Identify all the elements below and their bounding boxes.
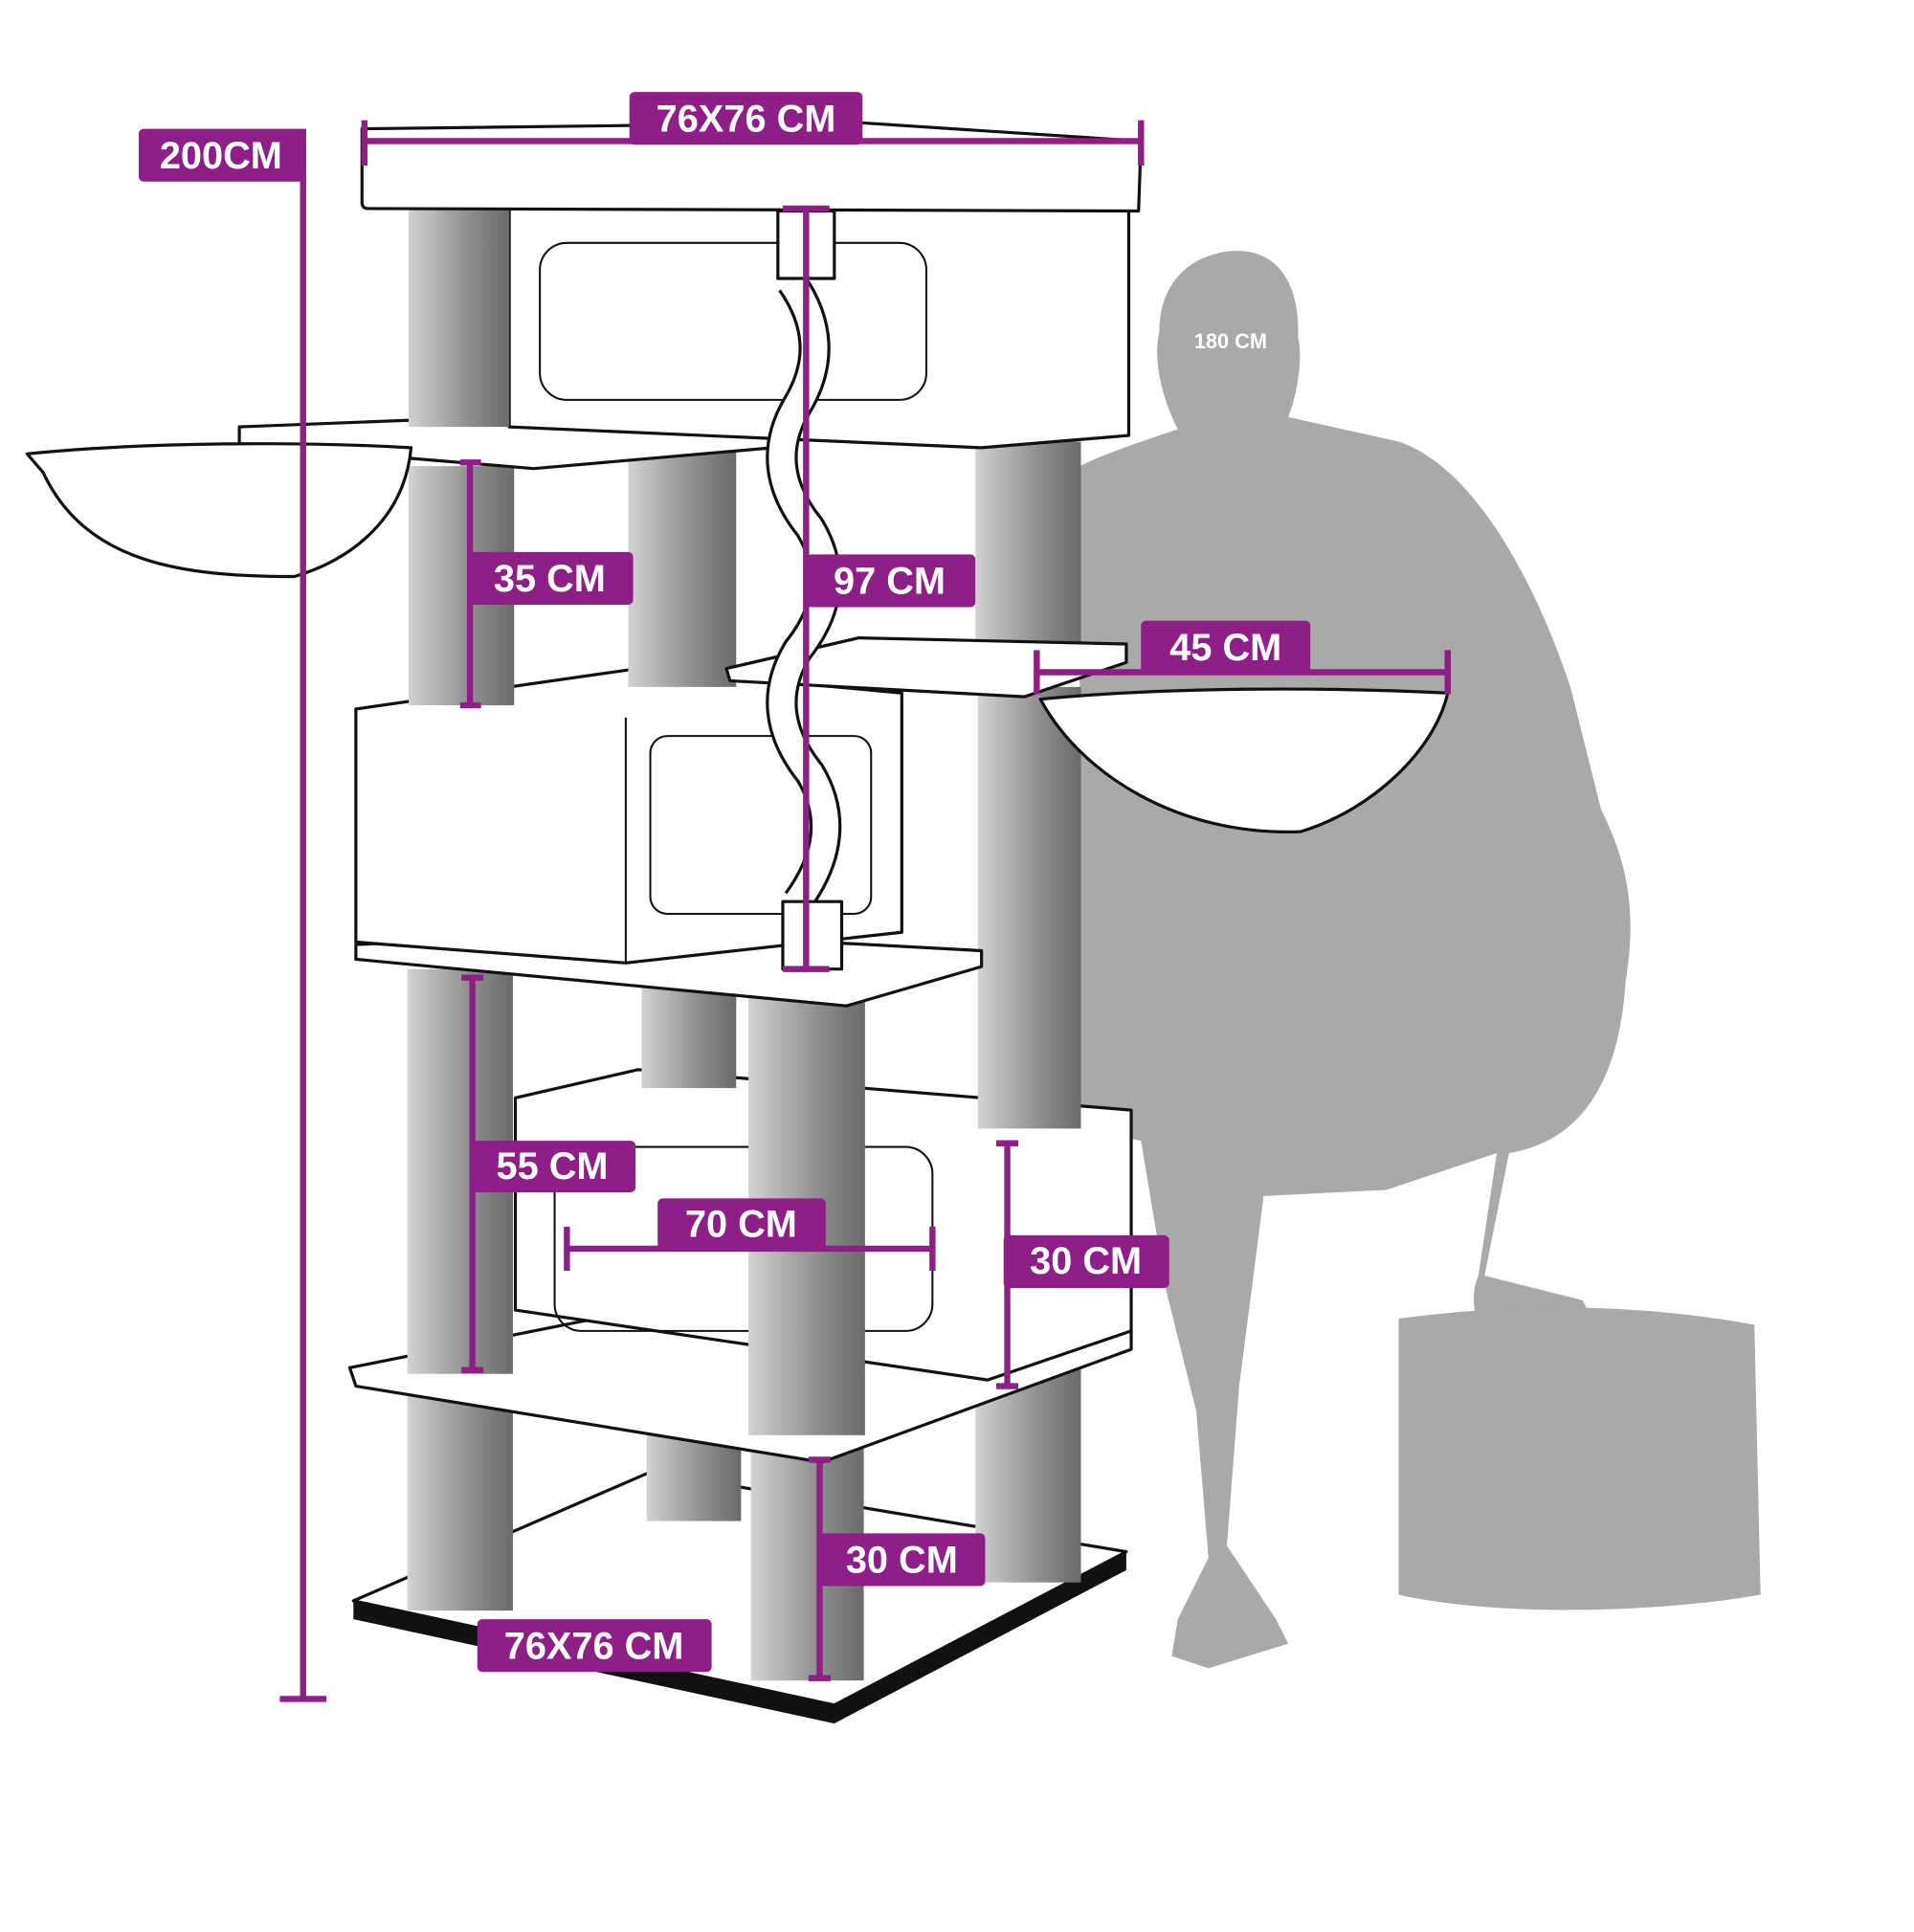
svg-text:30 CM: 30 CM [846, 1540, 958, 1582]
label-base-platform: 76X76 CM [477, 1619, 712, 1673]
label-bottom-box-height: 30 CM [1003, 1234, 1169, 1288]
label-top-platform: 76X76 CM [629, 92, 863, 145]
label-total-height: 200CM [138, 128, 305, 182]
svg-text:70 CM: 70 CM [685, 1203, 797, 1245]
person-silhouette: 180 CM [1079, 251, 1761, 1669]
person-height-label: 180 CM [1194, 329, 1267, 353]
svg-text:45 CM: 45 CM [1169, 627, 1281, 669]
label-middle-post-height: 55 CM [470, 1141, 636, 1193]
ottoman [1398, 1307, 1761, 1610]
svg-text:76X76 CM: 76X76 CM [657, 98, 836, 140]
svg-text:55 CM: 55 CM [496, 1145, 608, 1188]
svg-text:97 CM: 97 CM [834, 561, 946, 603]
svg-text:35 CM: 35 CM [494, 558, 606, 600]
label-rope-length: 97 CM [806, 554, 976, 608]
label-base-post-height: 30 CM [819, 1533, 986, 1587]
label-hammock-width: 45 CM [1141, 620, 1311, 674]
svg-text:76X76 CM: 76X76 CM [504, 1625, 684, 1667]
svg-text:30 CM: 30 CM [1030, 1240, 1142, 1282]
label-upper-post-height: 35 CM [467, 551, 634, 605]
label-bottom-box-width: 70 CM [657, 1198, 826, 1252]
svg-text:200CM: 200CM [160, 135, 282, 177]
